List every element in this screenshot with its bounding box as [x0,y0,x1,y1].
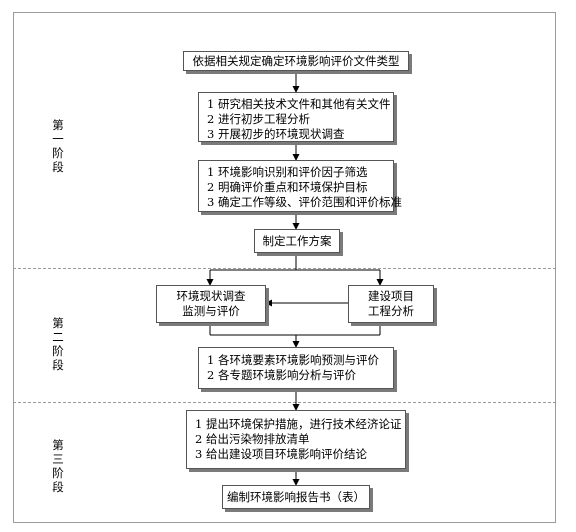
env-survey-line-1: 环境现状调查 [176,289,246,303]
measures-step-3: 3 给出建设项目环境影响评价结论 [195,447,367,461]
prediction-box: 1 各环境要素环境影响预测与评价 2 各专题环境影响分析与评价 [198,347,394,389]
stage-divider-1 [13,268,556,269]
measures-step-2: 2 给出污染物排放清单 [195,432,310,446]
stage-2-label: 第二阶段 [52,316,64,372]
project-analysis-line-2: 工程分析 [368,304,414,318]
preliminary-step-1: 1 研究相关技术文件和其他有关文件 [207,97,391,111]
work-plan-box: 制定工作方案 [254,229,340,253]
preliminary-study-box: 1 研究相关技术文件和其他有关文件 2 进行初步工程分析 3 开展初步的环境现状… [198,92,394,142]
project-analysis-line-1: 建设项目 [368,289,414,303]
preliminary-step-2: 2 进行初步工程分析 [207,112,310,126]
measures-step-1: 1 提出环境保护措施，进行技术经济论证 [195,417,402,431]
stage-3-label: 第三阶段 [52,438,64,494]
stage-1-label: 第一阶段 [52,118,64,174]
report-text: 编制环境影响报告书（表） [227,489,365,504]
determine-type-text: 依据相关规定确定环境影响评价文件类型 [192,53,400,68]
screening-step-3: 3 确定工作等级、评价范围和评价标准 [207,195,402,209]
measures-box: 1 提出环境保护措施，进行技术经济论证 2 给出污染物排放清单 3 给出建设项目… [186,410,406,469]
determine-type-box: 依据相关规定确定环境影响评价文件类型 [183,51,409,71]
project-analysis-box: 建设项目 工程分析 [348,285,434,323]
screening-step-1: 1 环境影响识别和评价因子筛选 [207,165,368,179]
prediction-step-1: 1 各环境要素环境影响预测与评价 [207,353,379,367]
screening-box: 1 环境影响识别和评价因子筛选 2 明确评价重点和环境保护目标 3 确定工作等级… [198,160,402,212]
prediction-step-2: 2 各专题环境影响分析与评价 [207,368,356,382]
stage-divider-2 [13,402,556,403]
report-box: 编制环境影响报告书（表） [222,485,370,509]
work-plan-text: 制定工作方案 [262,233,332,248]
diagram-frame [13,12,556,523]
env-survey-box: 环境现状调查 监测与评价 [156,285,266,323]
preliminary-step-3: 3 开展初步的环境现状调查 [207,127,345,141]
screening-step-2: 2 明确评价重点和环境保护目标 [207,180,368,194]
env-survey-line-2: 监测与评价 [182,304,240,318]
